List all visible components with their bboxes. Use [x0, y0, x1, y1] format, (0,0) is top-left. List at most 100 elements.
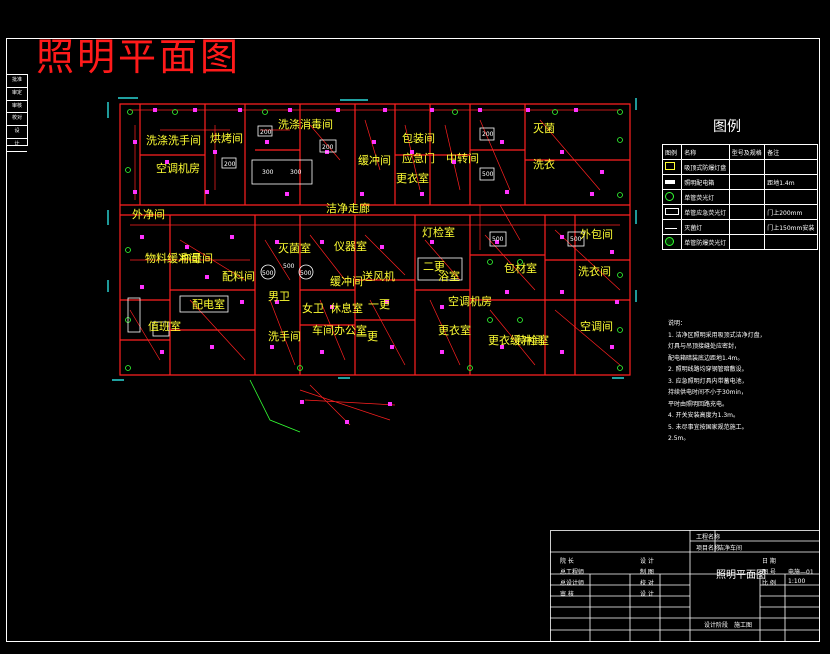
- room-label: 外包间: [580, 228, 613, 241]
- legend-spec: [728, 234, 766, 250]
- sidebar-cell: 设: [7, 126, 27, 139]
- fixture: [430, 108, 434, 112]
- notes-line: 1. 洁净区照明采用吸顶式洁净灯盘，: [668, 331, 766, 339]
- fixture: [140, 285, 144, 289]
- room-label: 物料缓冲间: [145, 251, 200, 265]
- fixture: [467, 365, 473, 371]
- equipment-label: 500: [300, 270, 312, 277]
- fixture: [125, 247, 131, 253]
- title-block: [550, 530, 820, 642]
- sidebar-cell: 校对: [7, 113, 27, 127]
- equipment-label: 300: [290, 169, 302, 176]
- fixture: [153, 108, 157, 112]
- room-label: 空调间: [580, 319, 613, 333]
- fixture: [560, 350, 564, 354]
- equipment-label: 500: [570, 236, 582, 243]
- fixture: [185, 245, 189, 249]
- room-label: 浴室: [438, 269, 460, 283]
- notes-line: 配电箱暗装底边距地1.4m。: [668, 354, 744, 362]
- room-label: 仪器室: [334, 239, 367, 253]
- room-label: 一更: [368, 298, 390, 311]
- fixture: [288, 108, 292, 112]
- room-label: 车间办公室: [312, 323, 367, 337]
- notes-heading: 说明：: [668, 320, 687, 327]
- equipment-box: [479, 167, 495, 181]
- legend-symbol: [661, 189, 683, 205]
- signature-role: 制 图: [640, 569, 654, 576]
- legend-symbol: [661, 234, 683, 250]
- equipment-box: [417, 257, 463, 281]
- fixture: [238, 108, 242, 112]
- room-label: 更衣室: [396, 171, 429, 185]
- room-label: 烘烤间: [210, 131, 243, 145]
- equipment-label: 200: [482, 131, 494, 138]
- fixture: [210, 345, 214, 349]
- room-label: 女卫: [302, 301, 324, 315]
- equipment-circle: [298, 264, 314, 280]
- equipment-box: [251, 159, 313, 185]
- legend-spec: [728, 204, 766, 220]
- legend-note: 门上200mm: [764, 204, 818, 220]
- room-label: 缓冲间: [358, 153, 391, 167]
- fixture: [265, 140, 269, 144]
- legend-title: 图例: [713, 119, 741, 135]
- legend-row: 吸顶式防爆灯盘: [661, 159, 818, 175]
- room-label: 更衣缓冲间: [488, 333, 543, 347]
- drawing-title: 照明平面图: [36, 35, 242, 79]
- fixture: [297, 365, 303, 371]
- fixture: [133, 140, 137, 144]
- room-label: 空调机房: [448, 294, 492, 308]
- room-label: 值班室: [148, 319, 181, 333]
- fixture: [440, 350, 444, 354]
- room-labels: 洗涤洗手间 烘烤间 洗涤消毒间 包装间 灭菌 洗衣 空调机房 洁净走廊 缓冲间 …: [132, 117, 613, 347]
- fixture: [487, 317, 493, 323]
- fixture: [320, 240, 324, 244]
- date-label: 日 期: [762, 558, 776, 565]
- fixture: [420, 192, 424, 196]
- legend-table: 图例 名称 型号及规格 备注 吸顶式防爆灯盘 照明配电箱 距地1.4m 单管荧光…: [661, 144, 818, 250]
- room-label: 休息室: [330, 301, 363, 315]
- scale-value: 1:100: [788, 578, 806, 585]
- notes-footer: 2.5m。: [668, 435, 690, 442]
- fixture: [193, 108, 197, 112]
- fixture: [430, 240, 434, 244]
- legend-name: 单管荧光灯: [681, 189, 730, 205]
- design-stage-label: 设计阶段: [704, 622, 729, 629]
- fixture: [610, 345, 614, 349]
- equipment-box: [479, 127, 495, 141]
- fixture: [125, 167, 131, 173]
- legend-header-cell: 名称: [681, 144, 730, 160]
- fixture: [452, 160, 456, 164]
- fixture: [410, 150, 414, 154]
- sidebar-cell: 批准: [7, 75, 27, 88]
- fixture: [617, 192, 623, 198]
- signature-role: 总工程师: [560, 569, 585, 576]
- room-label: 洗衣间: [578, 264, 611, 278]
- fixture: [440, 305, 444, 309]
- fixture: [617, 327, 623, 333]
- room-label: 外净间: [132, 207, 165, 221]
- legend-note: 距地1.4m: [764, 174, 818, 190]
- fixture: [560, 235, 564, 239]
- fixture: [617, 272, 623, 278]
- signature-role: 设 计: [640, 591, 654, 598]
- wall-outline: [119, 103, 631, 376]
- notes-line: 平时由照明回路充电。: [668, 400, 729, 408]
- fixture: [615, 300, 619, 304]
- legend-symbol: [661, 159, 683, 175]
- room-label: 洁净走廊: [326, 201, 370, 215]
- signature-role: 校 对: [640, 580, 654, 587]
- fixture: [205, 275, 209, 279]
- fixture: [560, 290, 564, 294]
- fixture: [160, 350, 164, 354]
- room-label: 洗衣: [533, 157, 555, 171]
- fixture: [617, 365, 623, 371]
- room-label: 包材室: [504, 261, 537, 275]
- room-label: 待检室: [516, 333, 549, 347]
- equipment-label: 500: [262, 270, 274, 277]
- room-label: 中转间: [446, 151, 479, 165]
- fixture: [617, 109, 623, 115]
- legend-spec: [728, 189, 766, 205]
- fixture: [300, 400, 304, 404]
